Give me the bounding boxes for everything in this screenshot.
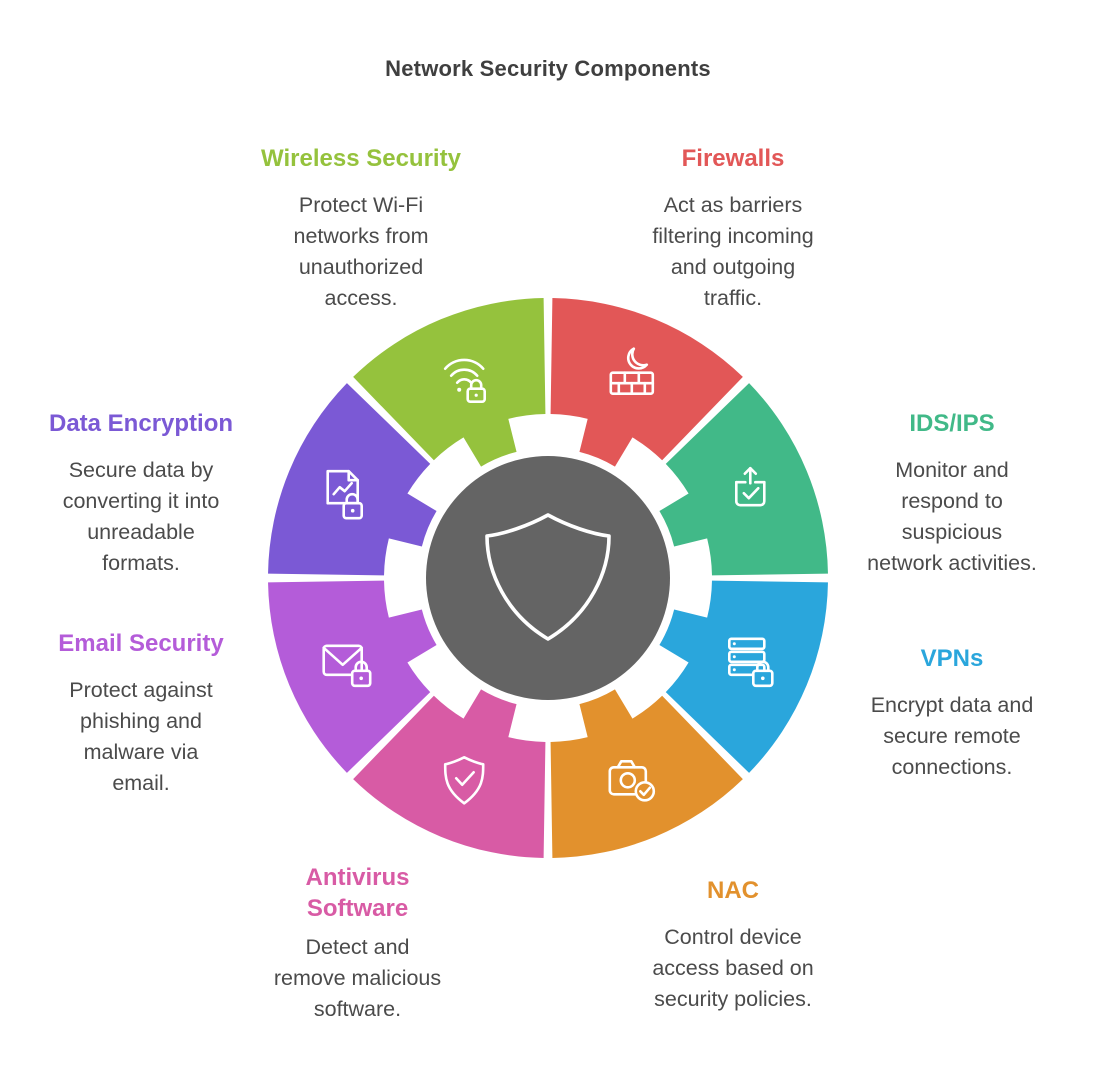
document-lock-icon [326,469,364,520]
intrusion-detection-icon [734,466,766,507]
segment-description: Secure data by converting it into unread… [26,455,256,579]
segment-description: Control device access based on security … [618,922,848,1015]
description-line: malware via [83,740,199,764]
segment-name: IDS/IPS [909,410,995,437]
segment-description: Monitor and respond to suspicious networ… [837,455,1067,579]
segment-description: Detect and remove malicious software. [265,932,450,1025]
label-group-data-encryption: Data Encryption Secure data by convertin… [26,408,256,579]
label-group-ids-ips: IDS/IPS Monitor and respond to suspiciou… [837,408,1067,579]
description-line: access. [324,286,398,310]
segment-ids-ips [659,383,828,576]
segment-name: Antivirus Software [305,864,410,922]
description-line: Act as barriers [663,193,803,217]
description-line: filtering incoming [652,224,814,248]
segment-name: Wireless Security [261,145,461,172]
segment-name: VPNs [920,645,984,672]
description-line: traffic. [703,286,763,310]
label-group-antivirus: Antivirus Software Detect and remove mal… [265,862,450,1025]
segment-name: NAC [707,877,759,904]
description-line: converting it into [62,489,220,513]
description-line: Monitor and [895,458,1009,482]
description-line: formats. [102,551,180,575]
description-line: suspicious [901,520,1003,544]
center-circle [426,456,670,700]
description-line: network activities. [867,551,1037,575]
description-line: software. [313,997,402,1021]
firewall-flame-icon [609,347,655,396]
description-line: phishing and [80,709,202,733]
description-line: secure remote [883,724,1021,748]
description-line: Detect and [305,935,410,959]
label-group-email-security: Email Security Protect against phishing … [26,628,256,799]
segment-description: Protect against phishing and malware via… [26,675,256,799]
segment-description: Encrypt data and secure remote connectio… [837,690,1067,783]
description-line: security policies. [654,987,812,1011]
camera-check-icon [608,759,656,802]
server-lock-icon [727,637,774,688]
description-line: Control device [664,925,802,949]
segment-description: Act as barriers filtering incoming and o… [618,190,848,314]
shield-icon [485,513,611,641]
segment-name: Email Security [58,630,224,657]
description-line: Secure data by [68,458,214,482]
description-line: Protect against [69,678,213,702]
wifi-lock-icon [443,358,487,404]
label-group-firewalls: Firewalls Act as barriers filtering inco… [618,143,848,314]
description-line: unreadable [87,520,195,544]
description-line: access based on [652,956,814,980]
description-line: connections. [891,755,1013,779]
description-line: respond to [901,489,1003,513]
segment-name: Data Encryption [48,410,234,437]
segment-wireless-security [353,298,546,467]
label-group-wireless-security: Wireless Security Protect Wi-Fi networks… [246,143,476,314]
envelope-lock-icon [322,644,372,688]
segment-vpns [659,580,828,773]
description-line: remove malicious [273,966,442,990]
segment-antivirus [353,689,546,858]
label-group-nac: NAC Control device access based on secur… [618,875,848,1015]
description-line: Protect Wi-Fi [298,193,424,217]
shield-check-icon [443,755,485,805]
description-line: email. [112,771,170,795]
description-line: and outgoing [670,255,796,279]
page-title: Network Security Components [385,56,711,81]
label-group-vpns: VPNs Encrypt data and secure remote conn… [837,643,1067,783]
description-line: unauthorized [298,255,424,279]
description-line: networks from [293,224,429,248]
description-line: Encrypt data and [870,693,1034,717]
segment-name: Firewalls [681,145,785,172]
segment-description: Protect Wi-Fi networks from unauthorized… [246,190,476,314]
